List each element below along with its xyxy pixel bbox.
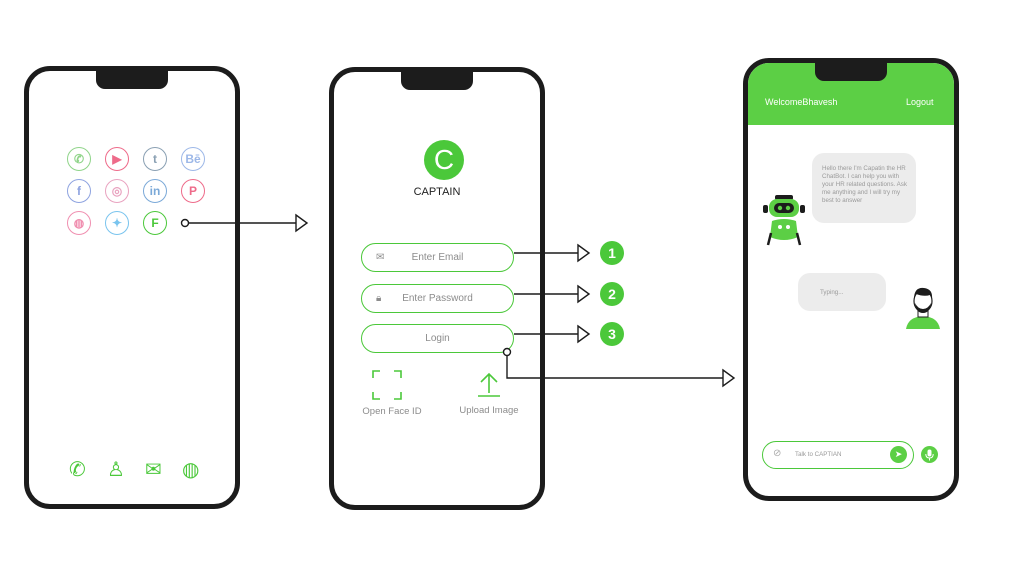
email-field[interactable]: ✉ Enter Email — [361, 243, 514, 272]
globe-icon[interactable]: ◍ — [182, 459, 200, 481]
instagram-icon[interactable]: ◎ — [105, 179, 129, 203]
face-id-label[interactable]: Open Face ID — [362, 406, 422, 417]
paperclip-icon[interactable]: ⊘ — [773, 448, 782, 459]
lock-icon: 🔒︎ — [376, 293, 382, 304]
password-field[interactable]: 🔒︎ Enter Password — [361, 284, 514, 313]
upload-icon[interactable] — [477, 371, 501, 397]
phone-notch — [815, 63, 887, 81]
chat-screen-phone: WelcomeBhavesh Logout Hello there I'm Ca… — [743, 58, 959, 501]
phone-notch — [401, 72, 473, 90]
dribbble-icon[interactable]: ◍ — [67, 211, 91, 235]
password-placeholder: Enter Password — [402, 293, 473, 304]
linkedin-icon[interactable]: in — [143, 179, 167, 203]
whatsapp-icon[interactable]: ✆ — [67, 147, 91, 171]
robot-avatar — [763, 195, 805, 246]
connector-dot-app — [180, 218, 190, 228]
phone-icon[interactable]: ✆ — [69, 459, 86, 481]
arrowhead-step-3 — [577, 324, 591, 344]
typing-bubble: Typing... — [798, 273, 886, 311]
captain-logo: C — [424, 140, 464, 180]
brand-name: CAPTAIN — [413, 186, 461, 198]
login-button[interactable]: Login — [361, 324, 514, 353]
connector-dot-upload — [502, 347, 512, 357]
step-badge-1: 1 — [600, 241, 624, 265]
email-placeholder: Enter Email — [411, 252, 464, 263]
login-label: Login — [425, 333, 450, 344]
arrowhead-step-2 — [577, 284, 591, 304]
facebook-icon[interactable]: f — [67, 179, 91, 203]
login-screen-phone: C CAPTAIN ✉ Enter Email 🔒︎ Enter Passwor… — [329, 67, 545, 510]
step-number: 3 — [608, 326, 616, 342]
phone-notch — [96, 71, 168, 89]
welcome-text: WelcomeBhavesh — [765, 97, 838, 107]
bot-message-bubble: Hello there I'm Capatin the HR ChatBot. … — [812, 153, 916, 223]
step-number: 1 — [608, 245, 616, 261]
chat-input-placeholder: Talk to CAPTIAN — [795, 451, 842, 458]
arrowhead-step-1 — [577, 243, 591, 263]
arrow-to-chat — [506, 356, 723, 379]
mic-icon — [925, 449, 934, 460]
chat-input[interactable]: ⊘ Talk to CAPTIAN ➤ — [762, 441, 914, 469]
step-badge-3: 3 — [600, 322, 624, 346]
mail-icon[interactable]: ✉ — [145, 459, 162, 481]
captain-app-icon[interactable]: F — [143, 211, 167, 235]
face-id-icon[interactable] — [372, 370, 402, 400]
home-screen-phone: ✆ ▶ t Bē f ◎ in P ◍ ✦ F ✆ ♙ ✉ ◍ — [24, 66, 240, 509]
send-icon[interactable]: ➤ — [890, 446, 907, 463]
bot-message-text: Hello there I'm Capatin the HR ChatBot. … — [822, 165, 907, 204]
arrowhead-chat — [722, 368, 736, 388]
tumblr-icon[interactable]: t — [143, 147, 167, 171]
logo-letter: C — [433, 144, 455, 175]
contact-icon[interactable]: ♙ — [107, 459, 125, 481]
user-avatar — [906, 287, 940, 329]
mail-icon: ✉ — [376, 252, 385, 263]
step-number: 2 — [608, 286, 616, 302]
step-badge-2: 2 — [600, 282, 624, 306]
arrowhead-login — [295, 213, 309, 233]
behance-icon[interactable]: Bē — [181, 147, 205, 171]
youtube-icon[interactable]: ▶ — [105, 147, 129, 171]
pinterest-icon[interactable]: P — [181, 179, 205, 203]
logout-button[interactable]: Logout — [906, 97, 934, 107]
mic-button[interactable] — [921, 446, 938, 463]
upload-label[interactable]: Upload Image — [459, 405, 519, 416]
typing-text: Typing... — [820, 289, 844, 296]
twitter-icon[interactable]: ✦ — [105, 211, 129, 235]
